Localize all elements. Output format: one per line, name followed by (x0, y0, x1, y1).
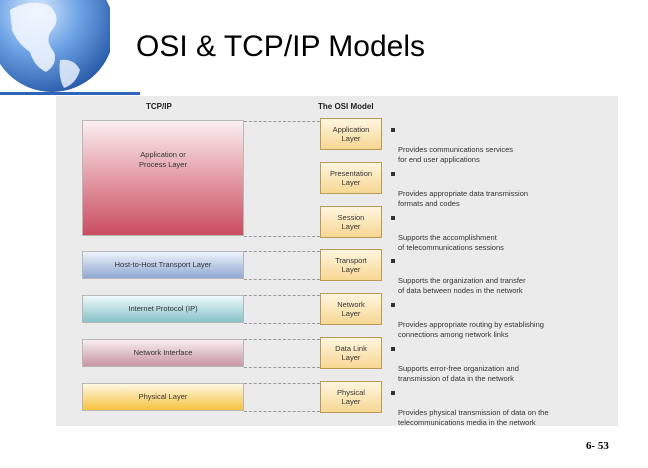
description-text: Supports error-free organization and tra… (398, 364, 519, 383)
osi-data-link-description: Supports error-free organization and tra… (391, 344, 608, 384)
osi-presentation-layer: Presentation Layer (320, 162, 382, 194)
osi-network-description: Provides appropriate routing by establis… (391, 300, 608, 340)
osi-session-layer: Session Layer (320, 206, 382, 238)
dashed-connector (244, 411, 320, 412)
description-text: Supports the organization and transfer o… (398, 276, 526, 295)
globe-logo (0, 0, 110, 96)
bullet-marker (391, 391, 395, 395)
tcpip-layer-label: Application or Process Layer (139, 150, 187, 169)
osi-transport-description: Supports the organization and transfer o… (391, 256, 608, 296)
tcpip-internet-layer: Internet Protocol (IP) (82, 295, 244, 323)
tcpip-physical-layer: Physical Layer (82, 383, 244, 411)
dashed-connector (244, 236, 320, 237)
description-text: Provides physical transmission of data o… (398, 408, 549, 427)
osi-network-layer: Network Layer (320, 293, 382, 325)
tcpip-network-interface-layer: Network Interface (82, 339, 244, 367)
tcpip-layer-label: Internet Protocol (IP) (128, 304, 198, 313)
tcpip-transport-layer: Host-to-Host Transport Layer (82, 251, 244, 279)
dashed-connector (244, 295, 320, 296)
osi-application-layer: Application Layer (320, 118, 382, 150)
dashed-connector (244, 323, 320, 324)
tcpip-application-layer: Application or Process Layer (82, 120, 244, 236)
tcpip-layer-label: Host-to-Host Transport Layer (114, 260, 212, 269)
dashed-connector (244, 339, 320, 340)
title-accent-rule (0, 92, 140, 95)
tcpip-layer-label: Physical Layer (138, 392, 188, 401)
osi-application-description: Provides communications services for end… (391, 125, 608, 165)
slide-title: OSI & TCP/IP Models (136, 30, 425, 63)
bullet-marker (391, 128, 395, 132)
osi-session-description: Supports the accomplishment of telecommu… (391, 213, 608, 253)
osi-tcpip-diagram: TCP/IP The OSI Model Application or Proc… (56, 96, 618, 428)
tcpip-layer-label: Network Interface (133, 348, 193, 357)
bullet-marker (391, 259, 395, 263)
dashed-connector (244, 383, 320, 384)
osi-transport-layer: Transport Layer (320, 249, 382, 281)
description-text: Supports the accomplishment of telecommu… (398, 233, 504, 252)
bullet-marker (391, 172, 395, 176)
bullet-marker (391, 347, 395, 351)
osi-column-header: The OSI Model (318, 102, 374, 111)
osi-physical-description: Provides physical transmission of data o… (391, 388, 608, 428)
description-text: Provides communications services for end… (398, 145, 514, 164)
bullet-marker (391, 216, 395, 220)
dashed-connector (244, 121, 320, 122)
bullet-marker (391, 303, 395, 307)
dashed-connector (244, 251, 320, 252)
tcpip-column-header: TCP/IP (146, 102, 172, 111)
page-number: 6- 53 (586, 440, 609, 452)
osi-physical-layer: Physical Layer (320, 381, 382, 413)
dashed-connector (244, 367, 320, 368)
osi-data-link-layer: Data Link Layer (320, 337, 382, 369)
osi-presentation-description: Provides appropriate data transmission f… (391, 169, 608, 209)
description-text: Provides appropriate routing by establis… (398, 320, 544, 339)
description-text: Provides appropriate data transmission f… (398, 189, 529, 208)
dashed-connector (244, 279, 320, 280)
